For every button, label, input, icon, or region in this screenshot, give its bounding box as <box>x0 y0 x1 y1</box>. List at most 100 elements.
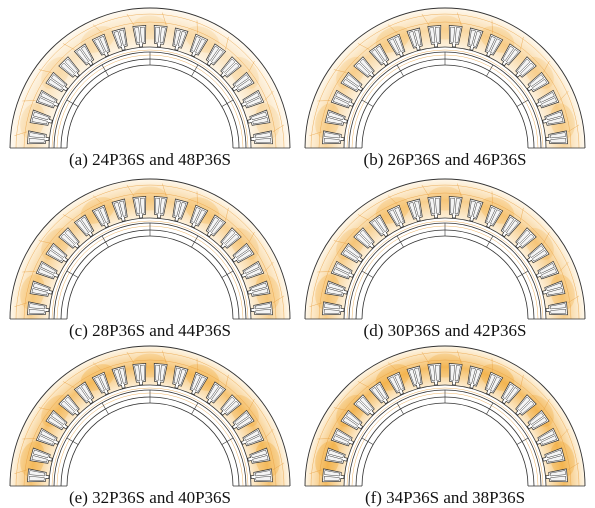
slot-outline <box>58 227 80 249</box>
coil <box>371 216 388 235</box>
slot <box>172 365 189 389</box>
flux-lines <box>14 183 285 320</box>
coil <box>155 364 166 381</box>
panel-e: (e) 32P36S and 40P36S <box>5 340 295 508</box>
coil <box>408 367 422 385</box>
coil <box>94 373 109 392</box>
machine-cross-section-c <box>9 178 291 320</box>
panel-d: (d) 30P36S and 42P36S <box>300 173 590 341</box>
coil <box>355 229 373 247</box>
machine-outlines <box>304 345 586 487</box>
slot-outline <box>205 381 227 405</box>
slot <box>205 43 227 67</box>
coil <box>546 449 564 463</box>
coil <box>450 197 461 214</box>
slot <box>535 427 560 447</box>
slot <box>91 204 111 229</box>
slot-outline <box>353 227 375 249</box>
slot <box>406 27 423 51</box>
slot <box>231 409 255 431</box>
panel-b: (b) 26P36S and 46P36S <box>300 2 590 170</box>
slot <box>484 204 504 229</box>
slot-outline <box>500 214 522 238</box>
panel-c: (c) 28P36S and 44P36S <box>5 173 295 341</box>
slot <box>189 371 209 396</box>
coil <box>94 206 109 225</box>
machine-cross-section-d <box>304 178 586 320</box>
coil <box>389 35 404 54</box>
coil <box>60 396 78 414</box>
slot <box>240 89 265 109</box>
flux-lines <box>14 12 285 149</box>
caption-a: (a) 24P36S and 48P36S <box>69 150 231 169</box>
slot <box>545 468 568 483</box>
slot <box>340 409 364 431</box>
coil <box>355 58 373 76</box>
slot <box>467 27 484 51</box>
slot <box>29 280 53 297</box>
slot <box>58 227 80 249</box>
slot <box>45 71 69 93</box>
coil <box>450 26 461 43</box>
coil <box>76 45 93 64</box>
slot-outline <box>58 394 80 416</box>
slot-outline <box>526 409 550 431</box>
coil <box>191 206 206 225</box>
slot <box>545 301 568 316</box>
slot <box>153 196 168 219</box>
slot <box>231 71 255 93</box>
coil <box>222 58 240 76</box>
machine-outlines <box>9 7 291 149</box>
stator-slots <box>27 25 273 145</box>
slot <box>91 33 111 58</box>
slot <box>27 130 50 145</box>
coil <box>94 35 109 54</box>
slot <box>172 27 189 51</box>
coil <box>550 470 567 481</box>
slot <box>91 371 111 396</box>
coil <box>76 383 93 402</box>
slot <box>368 214 390 238</box>
coil <box>429 197 440 214</box>
coil <box>155 26 166 43</box>
caption-b: (b) 26P36S and 46P36S <box>363 150 527 169</box>
machine-outlines <box>304 7 586 149</box>
coil <box>255 303 272 314</box>
coil <box>251 282 269 296</box>
slot <box>35 260 60 280</box>
coil <box>326 111 344 125</box>
coil <box>539 92 558 107</box>
slot <box>324 447 348 464</box>
slot <box>515 227 537 249</box>
coil <box>389 206 404 225</box>
coil <box>342 74 361 91</box>
slot <box>427 196 442 219</box>
slot <box>330 427 355 447</box>
slot <box>500 214 522 238</box>
slot <box>247 109 271 126</box>
slot <box>231 242 255 264</box>
slot <box>448 196 463 219</box>
machine-cross-section-a <box>9 7 291 149</box>
coil <box>47 245 66 262</box>
slot <box>535 89 560 109</box>
slot <box>29 447 53 464</box>
coil <box>251 111 269 125</box>
coil <box>255 132 272 143</box>
slot <box>132 196 147 219</box>
slot-outline <box>340 71 364 93</box>
slot <box>526 242 550 264</box>
slot-outline <box>220 227 242 249</box>
slot <box>542 109 566 126</box>
slot-outline <box>368 214 390 238</box>
machine-outlines <box>9 345 291 487</box>
slot-outline <box>526 242 550 264</box>
slot <box>500 381 522 405</box>
coil <box>529 74 548 91</box>
coil <box>539 263 558 278</box>
caption-f: (f) 34P36S and 38P36S <box>364 488 526 507</box>
coil <box>134 26 145 43</box>
coil <box>332 430 351 445</box>
slot <box>220 227 242 249</box>
coil <box>517 58 535 76</box>
